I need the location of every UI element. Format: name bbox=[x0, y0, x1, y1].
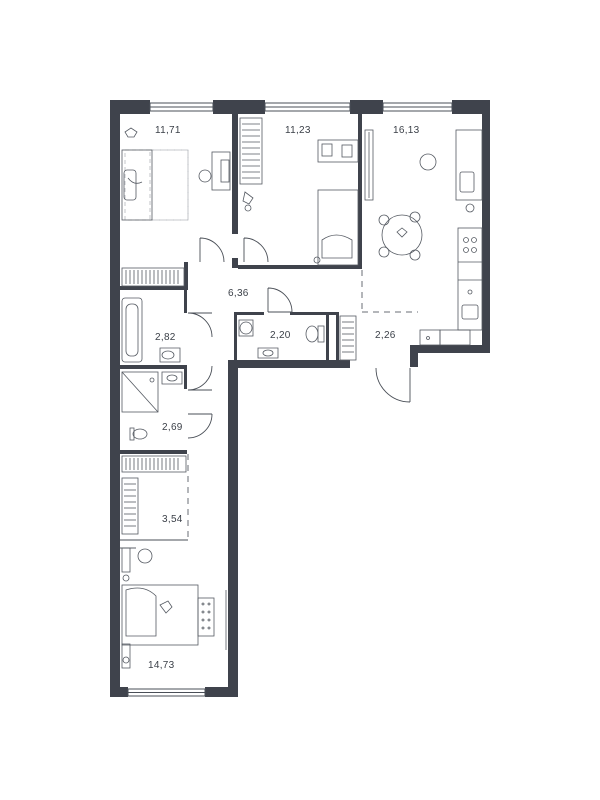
bench-master bbox=[197, 597, 215, 637]
area-label-hallway: 6,36 bbox=[228, 288, 249, 299]
wardrobe-bedroom-1 bbox=[121, 267, 185, 287]
windows bbox=[127, 102, 453, 697]
bathroom-1-furniture bbox=[121, 297, 181, 363]
bathtub bbox=[121, 297, 143, 363]
area-label-bathroom-2: 2,69 bbox=[162, 422, 183, 433]
door-bedroom-1 bbox=[199, 237, 225, 263]
bathroom-2-furniture bbox=[121, 371, 183, 441]
wardrobe-room-furniture bbox=[121, 455, 187, 535]
desk-bedroom-2 bbox=[317, 139, 359, 163]
dining-table bbox=[381, 214, 423, 256]
toilet-wc bbox=[305, 325, 319, 343]
exterior-walls bbox=[110, 100, 490, 697]
area-label-wc: 2,20 bbox=[270, 330, 291, 341]
bed-bedroom-2 bbox=[317, 189, 359, 266]
door-bedroom-2 bbox=[243, 237, 269, 263]
master-bedroom-furniture bbox=[121, 547, 227, 669]
entrance-hall-furniture bbox=[339, 315, 357, 361]
bedroom-1-furniture bbox=[121, 127, 231, 287]
door-wc bbox=[267, 287, 293, 313]
wardrobe-entrance bbox=[339, 315, 357, 361]
armchair-master bbox=[137, 548, 153, 564]
door-bathroom-1 bbox=[187, 312, 213, 338]
wardrobe-bedroom-2 bbox=[239, 117, 263, 185]
fridge bbox=[439, 329, 471, 346]
door-bathroom-2 bbox=[187, 365, 213, 391]
doors bbox=[120, 237, 411, 549]
area-label-bedroom-2: 11,23 bbox=[285, 125, 311, 136]
area-label-living-kitchen: 16,13 bbox=[393, 125, 420, 136]
sofa bbox=[455, 129, 483, 201]
tv-stand bbox=[364, 129, 374, 201]
toy-icon bbox=[242, 191, 254, 205]
bedroom-2-furniture bbox=[239, 117, 359, 266]
area-label-bathroom-1: 2,82 bbox=[155, 332, 176, 343]
sink-bathroom-1 bbox=[159, 347, 181, 363]
area-label-bedroom-1: 11,71 bbox=[155, 125, 181, 136]
living-kitchen-furniture bbox=[364, 129, 483, 346]
area-label-master-bedroom: 14,73 bbox=[148, 660, 175, 671]
interior-walls bbox=[120, 114, 362, 541]
area-label-wardrobe: 3,54 bbox=[162, 514, 183, 525]
armchair-icon bbox=[419, 153, 437, 171]
sink-wc bbox=[257, 347, 279, 359]
door-bathroom-2-b bbox=[187, 413, 213, 439]
desk-bedroom-1 bbox=[211, 151, 231, 191]
toilet-bathroom-2 bbox=[132, 428, 148, 440]
toy-icon bbox=[124, 127, 138, 138]
bed-bedroom-1 bbox=[121, 149, 153, 221]
sink-bathroom-2 bbox=[161, 371, 183, 385]
door-entrance bbox=[375, 367, 411, 403]
shower bbox=[121, 371, 159, 413]
washing-machine bbox=[239, 321, 253, 335]
wc-furniture bbox=[238, 319, 325, 359]
area-labels: 11,71 11,23 16,13 6,36 2,82 2,20 2,26 2,… bbox=[148, 125, 420, 671]
zone-lines bbox=[187, 270, 418, 540]
area-label-entrance-hall: 2,26 bbox=[375, 330, 396, 341]
